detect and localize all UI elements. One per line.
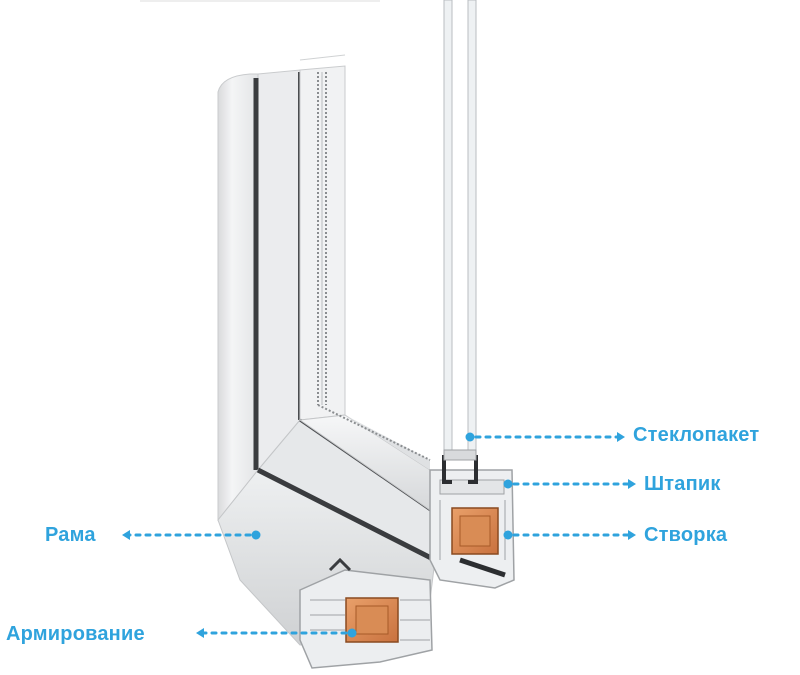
label-sash: Створка [644,524,728,546]
callout-frame [122,530,261,540]
callout-reinforcement [196,628,357,638]
frame-cross-section [299,557,433,669]
callout-sash [503,530,636,540]
sash-cross-section [429,449,515,589]
callout-pointers [122,432,636,638]
label-frame: Рама [45,524,96,546]
callout-glazing-bead [503,479,636,489]
sash-bottom [298,404,431,511]
label-glass-unit: Стеклопакет [633,424,760,446]
callout-glass-unit [465,432,625,442]
sash-vertical [299,54,346,421]
label-reinforcement: Армирование [6,623,145,645]
label-glazing-bead: Штапик [644,473,721,495]
